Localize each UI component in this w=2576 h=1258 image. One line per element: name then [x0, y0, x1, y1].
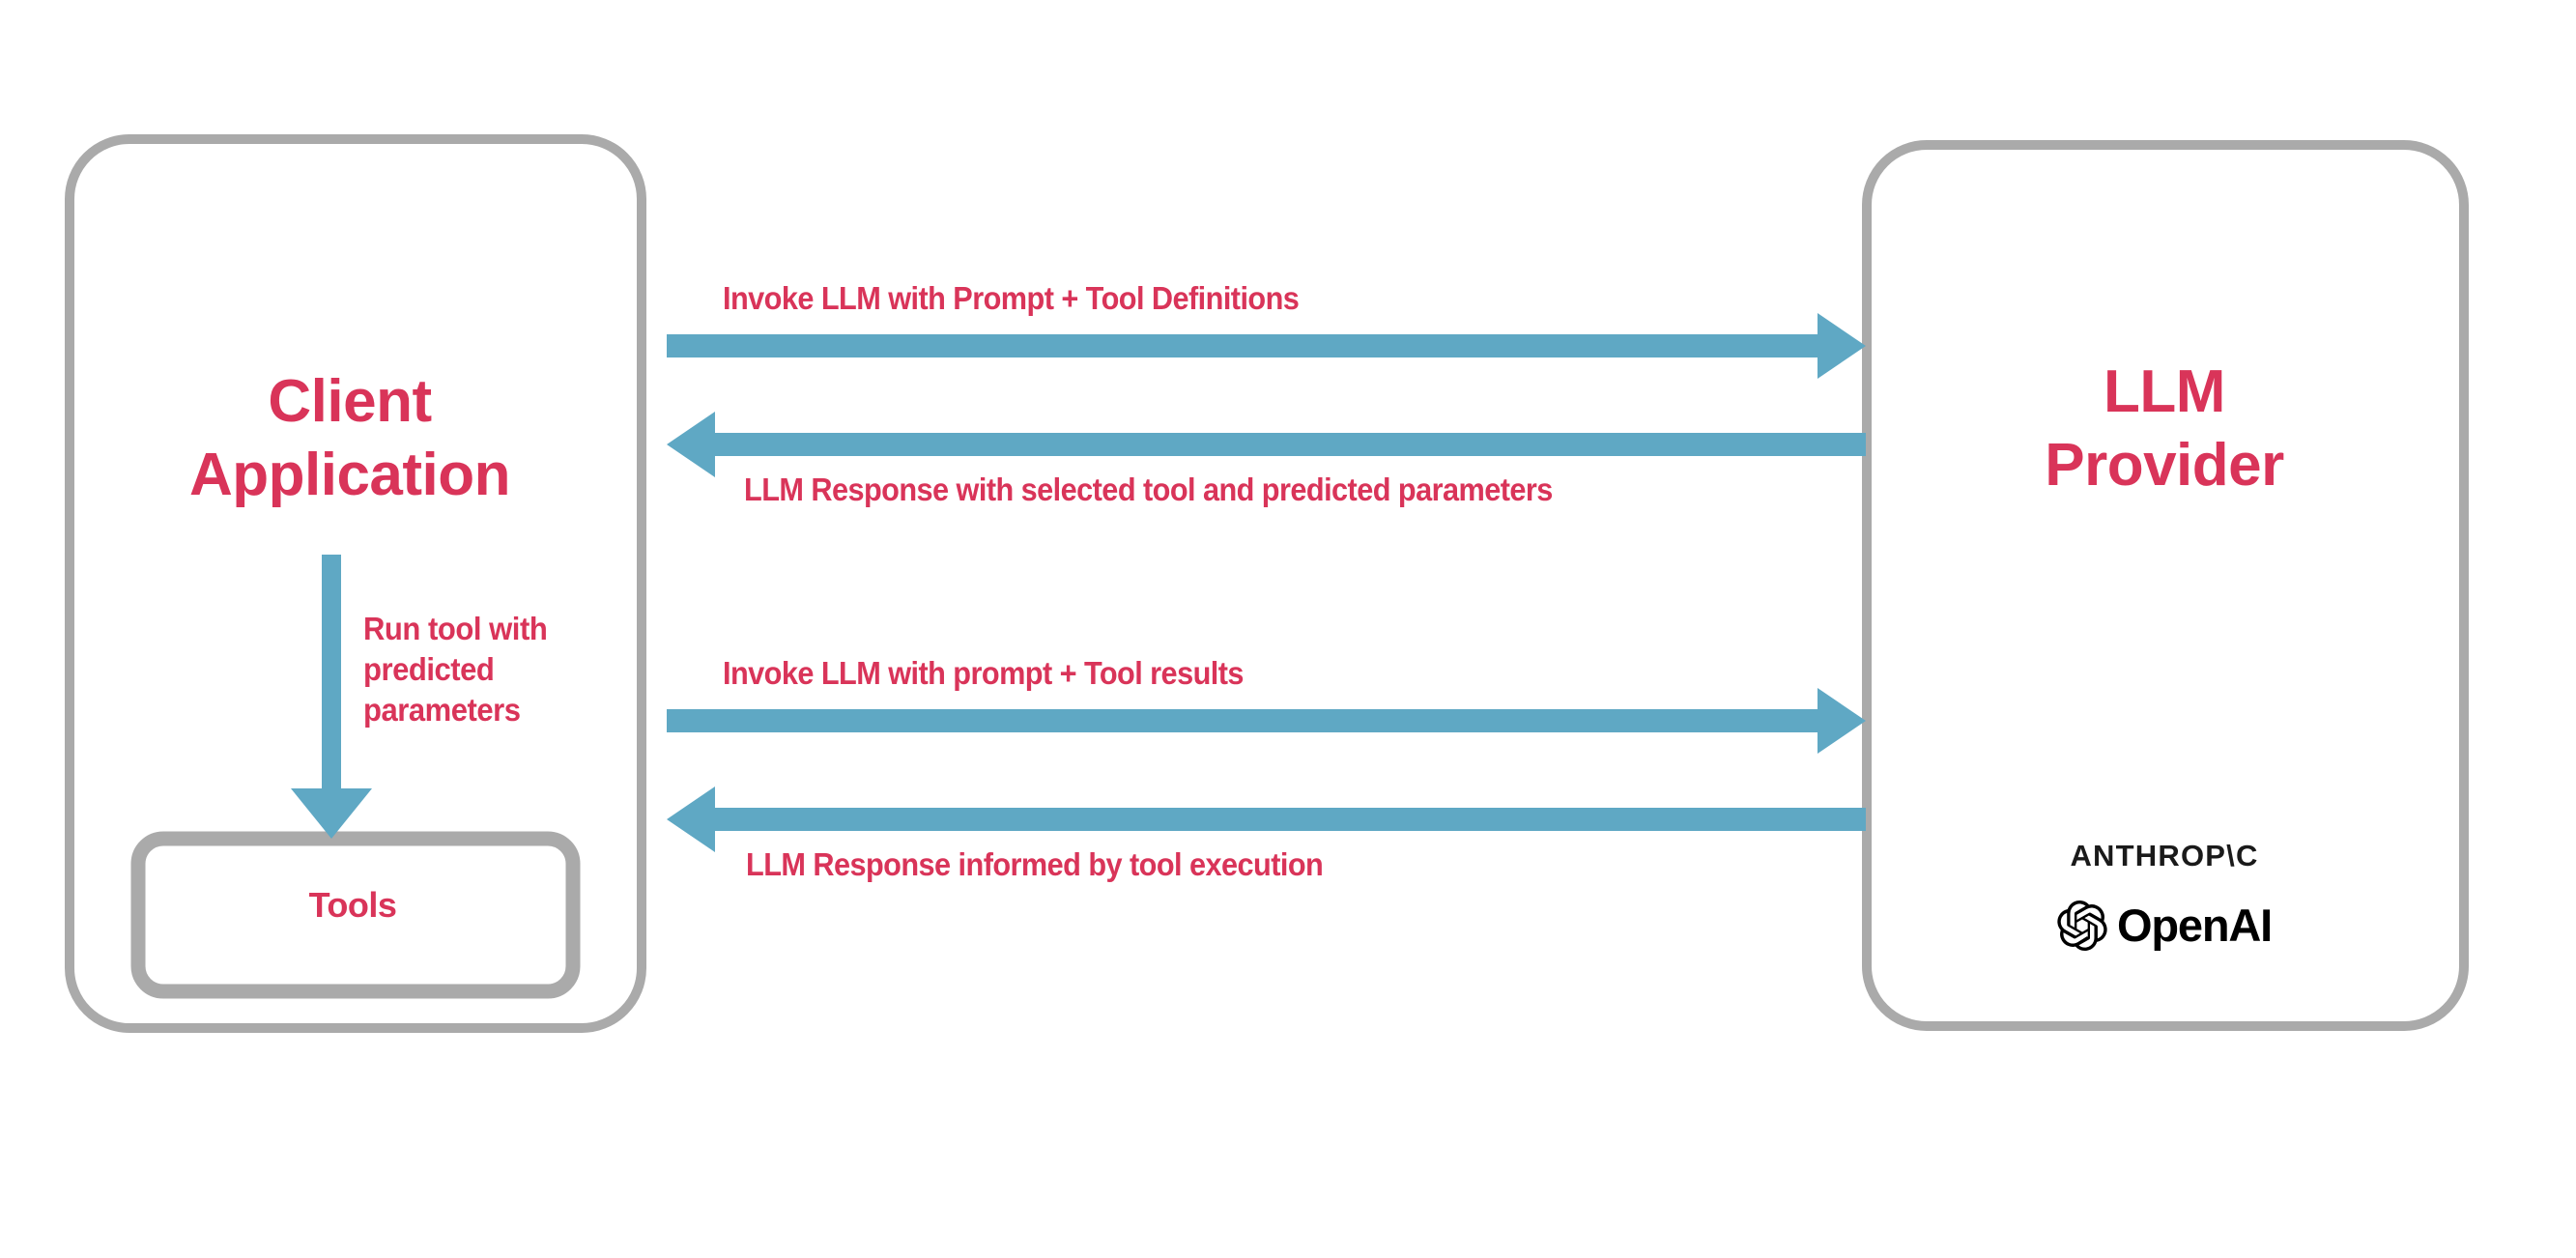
- arrow-invoke-1: [667, 313, 1866, 379]
- client-application-label: Client Application: [188, 368, 511, 508]
- openai-logo: OpenAI: [1865, 899, 2464, 952]
- edge-label-response-2: LLM Response informed by tool execution: [746, 846, 1324, 882]
- edge-label-run-tool: Run tool with predicted parameters: [363, 611, 548, 729]
- openai-knot-icon: [2057, 900, 2107, 951]
- llm-provider-box[interactable]: [1862, 140, 2469, 1031]
- tools-box-inner: [151, 851, 560, 979]
- edge-label-invoke-2: Invoke LLM with prompt + Tool results: [723, 655, 1244, 691]
- anthropic-logo: ANTHROP\C: [2070, 839, 2259, 872]
- openai-wordmark-text: OpenAI: [2117, 900, 2273, 951]
- tools-label: Tools: [308, 885, 397, 925]
- client-application-box[interactable]: [65, 134, 646, 1033]
- arrow-response-2: [667, 786, 1866, 852]
- edge-label-invoke-1: Invoke LLM with Prompt + Tool Definition…: [723, 280, 1300, 316]
- llm-provider-label: LLM Provider: [2045, 358, 2284, 499]
- arrow-run-tool: [291, 555, 372, 839]
- edge-label-response-1: LLM Response with selected tool and pred…: [744, 472, 1553, 507]
- arrow-invoke-2: [667, 688, 1866, 754]
- arrow-response-1: [667, 412, 1866, 477]
